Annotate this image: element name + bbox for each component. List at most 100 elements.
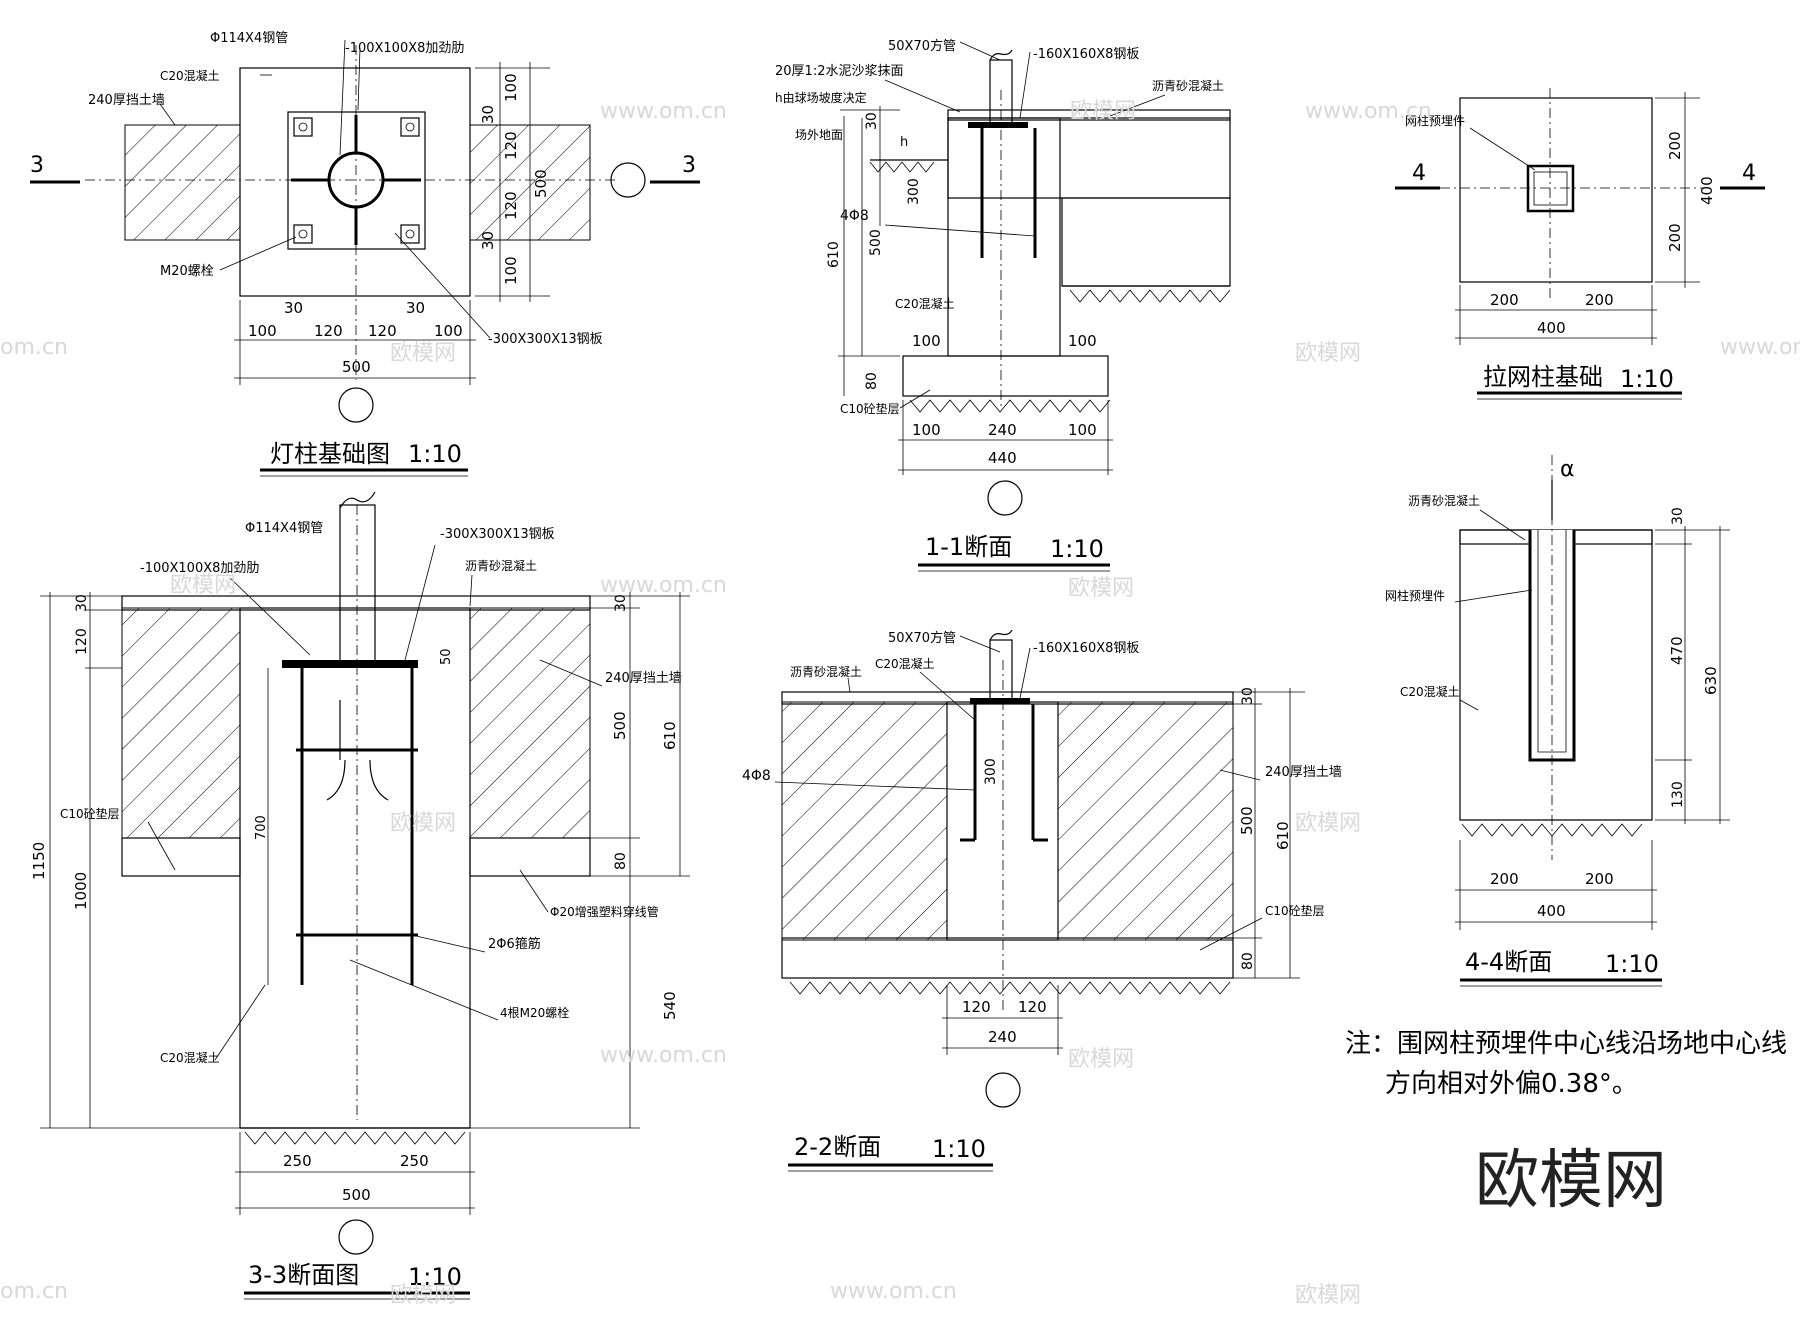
dim-b5: 100 [434, 322, 463, 340]
s33-title: 3-3断面图 [248, 1261, 359, 1289]
s22-dim-b1: 120 [1018, 998, 1047, 1016]
dim-r1: 30 [479, 105, 497, 124]
s11-label-cushion: C10砼垫层 [840, 401, 900, 416]
wall-hatch-left [124, 124, 241, 241]
s44-dim-r2: 130 [1670, 781, 1686, 808]
s33-label-stirrup: 2Φ6箍筋 [488, 936, 541, 952]
dim-r5: 100 [502, 256, 520, 285]
fence-mark-right: 4 [1742, 161, 1756, 186]
s44-label-alpha: α [1560, 457, 1575, 482]
s11-dim-b1: 240 [988, 421, 1017, 439]
section-4-4: α 沥青砂混凝土 网柱预埋件 C20混凝土 30 470 130 630 200… [1385, 455, 1730, 987]
section-mark-left: 3 [30, 153, 44, 178]
s11-dim-l4: 80 [864, 372, 880, 390]
s33-dim-l2: 1000 [72, 872, 90, 910]
lamp-title: 灯柱基础图 [270, 440, 390, 468]
s33-label-wall: 240厚挡土墙 [605, 671, 682, 686]
watermark-site: www.om.cn [1305, 99, 1432, 124]
s11-label-mortar: 20厚1:2水泥沙浆抹面 [775, 64, 903, 79]
s11-dim-l1: 300 [906, 178, 922, 205]
watermark-brand: 欧模网 [1295, 341, 1361, 366]
dim-r3: 120 [502, 191, 520, 220]
section-mark-right: 3 [682, 153, 696, 178]
label-pipe: Φ114X4钢管 [210, 31, 288, 46]
s44-dim-b0: 200 [1490, 870, 1519, 888]
s33-dim-r2: 80 [613, 852, 629, 870]
s33-scale: 1:10 [408, 1263, 462, 1291]
label-concrete: C20混凝土 [160, 68, 220, 83]
fence-foundation-outline [1459, 97, 1653, 283]
dim-b2: 120 [314, 322, 343, 340]
s22-label-plate: -160X160X8钢板 [1033, 641, 1139, 656]
dim-b-total: 500 [342, 358, 371, 376]
watermark-brand: 欧模网 [1295, 811, 1361, 836]
s44-dim-r-outer: 630 [1702, 666, 1720, 695]
fence-title: 拉网柱基础 [1483, 363, 1603, 391]
section-2-2: 50X70方管 -160X160X8钢板 沥青砂混凝土 C20混凝土 4Φ8 2… [742, 629, 1342, 1172]
s11-label-asphalt: 沥青砂混凝土 [1152, 78, 1224, 93]
s44-label-embed: 网柱预埋件 [1385, 588, 1445, 603]
s22-dim-r1: 500 [1238, 806, 1256, 835]
dim-r4: 30 [479, 231, 497, 250]
lamp-plan: 3 3 Φ114X4钢管 -100X100X8加劲肋 C20混凝土 240厚挡土… [30, 31, 700, 477]
fence-dim-r0: 200 [1666, 131, 1684, 160]
s33-label-conduit: Φ20增强塑料穿线管 [550, 904, 659, 919]
s11-dim-b0: 100 [912, 421, 941, 439]
s44-label-asphalt: 沥青砂混凝土 [1408, 493, 1480, 508]
s22-axis-bubble [985, 1072, 1021, 1108]
s33-dim-700: 700 [254, 815, 269, 840]
section-3-3: Φ114X4钢管 -100X100X8加劲肋 -300X300X13钢板 沥青砂… [30, 491, 690, 1300]
s44-scale: 1:10 [1605, 950, 1659, 978]
s22-label-asphalt: 沥青砂混凝土 [790, 664, 862, 679]
s22-label-tube: 50X70方管 [888, 630, 956, 646]
square-tube-2 [989, 639, 1013, 701]
fence-dim-r-total: 400 [1698, 176, 1716, 205]
s11-dim-l2: 500 [868, 229, 884, 256]
watermark-brand: 欧模网 [1068, 1047, 1134, 1072]
watermark-fragment: om.cn [0, 1279, 68, 1304]
s11-axis-bubble [987, 480, 1023, 516]
s33-label-concrete: C20混凝土 [160, 1050, 220, 1065]
s11-scale: 1:10 [1050, 535, 1104, 563]
dim-r-total: 500 [532, 169, 550, 198]
s11-label-h: h [900, 135, 908, 150]
label-wall: 240厚挡土墙 [88, 93, 165, 108]
s33-label-asphalt: 沥青砂混凝土 [465, 558, 537, 573]
watermark-brand: 欧模网 [170, 573, 236, 598]
fence-plan: 4 4 网柱预埋件 200 200 400 200 200 400 拉网柱基础 … [1395, 88, 1765, 400]
s33-dim-l1: 120 [74, 628, 90, 655]
watermark-fragment: om.cn [0, 335, 68, 360]
steel-plate [287, 111, 426, 250]
s44-dim-b-total: 400 [1537, 902, 1566, 920]
watermarks: 欧模网 www.om.cn www.om.cn om.cn 欧模网 欧模网 ww… [0, 99, 1800, 1308]
s22-label-rebar: 4Φ8 [742, 768, 771, 784]
watermark-brand: 欧模网 [390, 1283, 456, 1308]
watermark-brand: 欧模网 [1068, 576, 1134, 601]
s44-dim-r0: 30 [1670, 507, 1686, 525]
foundation-outline [239, 67, 471, 297]
dim-b0: 100 [248, 322, 277, 340]
s11-label-outside: 场外地面 [795, 128, 843, 142]
s44-dim-b1: 200 [1585, 870, 1614, 888]
dim-r2: 120 [502, 131, 520, 160]
fence-dim-r1: 200 [1666, 223, 1684, 252]
s22-dim-b-total: 240 [988, 1028, 1017, 1046]
s33-label-plate: -300X300X13钢板 [440, 527, 555, 542]
watermark-brand: 欧模网 [390, 341, 456, 366]
s33-dim-r-outer: 610 [661, 721, 679, 750]
s44-title: 4-4断面 [1465, 948, 1552, 976]
axis-bubble-bottom [338, 387, 374, 423]
label-rib: -100X100X8加劲肋 [345, 41, 464, 56]
s11-dim-l0: 30 [864, 112, 880, 130]
s22-dim-300: 300 [983, 758, 999, 785]
note-line-2: 方向相对外偏0.38°。 [1385, 1069, 1638, 1099]
s33-concrete-block [239, 607, 471, 1129]
dim-b4: 30 [406, 299, 425, 317]
fence-mark-left: 4 [1412, 161, 1426, 186]
label-plate: -300X300X13钢板 [488, 332, 603, 347]
s33-axis-bubble [338, 1219, 374, 1255]
s33-label-bolts: 4根M20螺栓 [500, 1005, 569, 1020]
s33-dim-r3: 540 [661, 991, 679, 1020]
s11-dim-l3: 610 [826, 241, 842, 268]
s33-label-rib: -100X100X8加劲肋 [140, 561, 259, 576]
